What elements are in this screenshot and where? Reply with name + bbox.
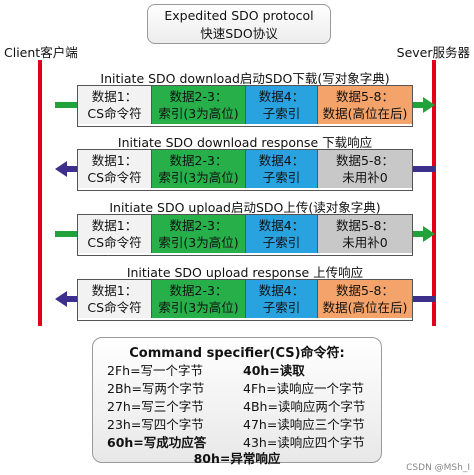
cs-code-item: 2Fh=写一个字节 — [107, 363, 204, 378]
command-specifier-box: Command specifier(CS)命令符: 2Fh=写一个字节 40h=读… — [92, 337, 382, 466]
section-title: Initiate SDO upload启动SDO上传(读对象字典) — [109, 200, 381, 215]
cell-label: 数据1： — [91, 153, 138, 168]
arrow-head-icon — [55, 291, 67, 307]
cell-desc: 子索引 — [262, 235, 301, 250]
data-cell: 数据4： 子索引 — [246, 280, 318, 318]
cell-label: 数据2-3： — [169, 89, 228, 104]
cs-code-item: 43h=读响应四个字节 — [243, 435, 365, 450]
data-cell: 数据1： CS命令符 — [78, 280, 152, 318]
arrow-right: 数据1： CS命令符 数据2-3： 索引(3为高位) 数据4： 子索引 数据5-8： 数据(高… — [55, 85, 435, 127]
watermark: CSDN @MSh_I — [406, 463, 470, 473]
data-cell: 数据4： 子索引 — [246, 150, 318, 188]
cell-label: 数据4： — [258, 218, 305, 233]
section-title: Initiate SDO download response 下载响应 — [117, 135, 373, 150]
client-lifeline — [38, 60, 42, 326]
cell-label: 数据2-3： — [169, 283, 228, 298]
data-cell: 数据5-8： 数据(高位在后) — [318, 280, 412, 318]
data-cell: 数据5-8： 未用补0 — [318, 215, 412, 253]
cell-desc: 索引(3为高位) — [158, 170, 239, 185]
cs-code-item: 60h=写成功应答 — [107, 435, 207, 450]
data-cell: 数据2-3： 索引(3为高位) — [152, 86, 246, 124]
frame-data-cells: 数据1： CS命令符 数据2-3： 索引(3为高位) 数据4： 子索引 数据5-8： 未用补0 — [77, 214, 413, 256]
cell-label: 数据1： — [91, 218, 138, 233]
cs-code-item: 23h=写四个字节 — [107, 417, 204, 432]
cell-desc: CS命令符 — [87, 300, 142, 315]
cell-desc: 未用补0 — [342, 235, 388, 250]
data-cell: 数据1： CS命令符 — [78, 215, 152, 253]
cs-code-item: 47h=读响应三个字节 — [243, 417, 365, 432]
cell-desc: 索引(3为高位) — [158, 235, 239, 250]
frame-data-cells: 数据1： CS命令符 数据2-3： 索引(3为高位) 数据4： 子索引 数据5-8： 未用补0 — [77, 149, 413, 191]
arrow-head-icon — [55, 161, 67, 177]
data-cell: 数据5-8： 数据(高位在后) — [318, 86, 412, 124]
cell-desc: 数据(高位在后) — [322, 300, 408, 315]
section-title: Initiate SDO download启动SDO下载(写对象字典) — [100, 71, 390, 86]
section-title: Initiate SDO upload response 上传响应 — [126, 265, 364, 280]
frame-data-cells: 数据1： CS命令符 数据2-3： 索引(3为高位) 数据4： 子索引 数据5-8： 数据(高… — [77, 85, 413, 127]
cell-desc: 子索引 — [262, 300, 301, 315]
cell-label: 数据1： — [91, 283, 138, 298]
cs-code-item: 80h=异常响应 — [193, 451, 281, 466]
cs-code-item: 4Bh=读响应两个字节 — [243, 399, 366, 414]
cs-code-item: 4Fh=读响应一个字节 — [243, 381, 365, 396]
cs-code-item: 40h=读取 — [243, 363, 305, 378]
cell-label: 数据5-8： — [336, 89, 394, 104]
cell-desc: 子索引 — [262, 170, 301, 185]
cell-desc: CS命令符 — [87, 170, 142, 185]
data-cell: 数据1： CS命令符 — [78, 86, 152, 124]
cell-desc: 子索引 — [262, 106, 301, 121]
protocol-title-en: Expedited SDO protocol — [164, 8, 314, 23]
cell-label: 数据4： — [258, 283, 305, 298]
server-lifeline — [432, 60, 436, 326]
cell-desc: 未用补0 — [342, 170, 388, 185]
arrow-left: 数据1： CS命令符 数据2-3： 索引(3为高位) 数据4： 子索引 数据5-8： 数据(高… — [55, 279, 435, 321]
cell-desc: 索引(3为高位) — [158, 106, 239, 121]
cs-code-item: 27h=写三个字节 — [107, 399, 204, 414]
data-cell: 数据1： CS命令符 — [78, 150, 152, 188]
frame-data-cells: 数据1： CS命令符 数据2-3： 索引(3为高位) 数据4： 子索引 数据5-8： 数据(高… — [77, 279, 413, 321]
cell-desc: 索引(3为高位) — [158, 300, 239, 315]
data-cell: 数据4： 子索引 — [246, 215, 318, 253]
cell-label: 数据2-3： — [169, 153, 228, 168]
data-cell: 数据2-3： 索引(3为高位) — [152, 150, 246, 188]
arrow-head-icon — [423, 226, 435, 242]
cell-desc: CS命令符 — [87, 106, 142, 121]
server-label: Sever服务器 — [396, 45, 470, 60]
cell-label: 数据2-3： — [169, 218, 228, 233]
cell-label: 数据1： — [91, 89, 138, 104]
data-cell: 数据2-3： 索引(3为高位) — [152, 215, 246, 253]
cell-label: 数据5-8： — [336, 283, 394, 298]
cell-desc: CS命令符 — [87, 235, 142, 250]
cell-label: 数据5-8： — [336, 218, 394, 233]
data-cell: 数据4： 子索引 — [246, 86, 318, 124]
arrow-right: 数据1： CS命令符 数据2-3： 索引(3为高位) 数据4： 子索引 数据5-8： 未用补0 — [55, 214, 435, 256]
protocol-title-cn: 快速SDO协议 — [200, 26, 278, 41]
client-label: Client客户端 — [4, 45, 78, 60]
cell-label: 数据4： — [258, 89, 305, 104]
arrow-head-icon — [423, 97, 435, 113]
command-specifier-title: Command specifier(CS)命令符: — [129, 346, 345, 361]
cell-label: 数据4： — [258, 153, 305, 168]
cell-desc: 数据(高位在后) — [322, 106, 408, 121]
data-cell: 数据5-8： 未用补0 — [318, 150, 412, 188]
arrow-left: 数据1： CS命令符 数据2-3： 索引(3为高位) 数据4： 子索引 数据5-8： 未用补0 — [55, 149, 435, 191]
cell-label: 数据5-8： — [336, 153, 394, 168]
protocol-title-box: Expedited SDO protocol 快速SDO协议 — [147, 4, 331, 44]
cs-code-item: 2Bh=写两个字节 — [107, 381, 205, 396]
data-cell: 数据2-3： 索引(3为高位) — [152, 280, 246, 318]
